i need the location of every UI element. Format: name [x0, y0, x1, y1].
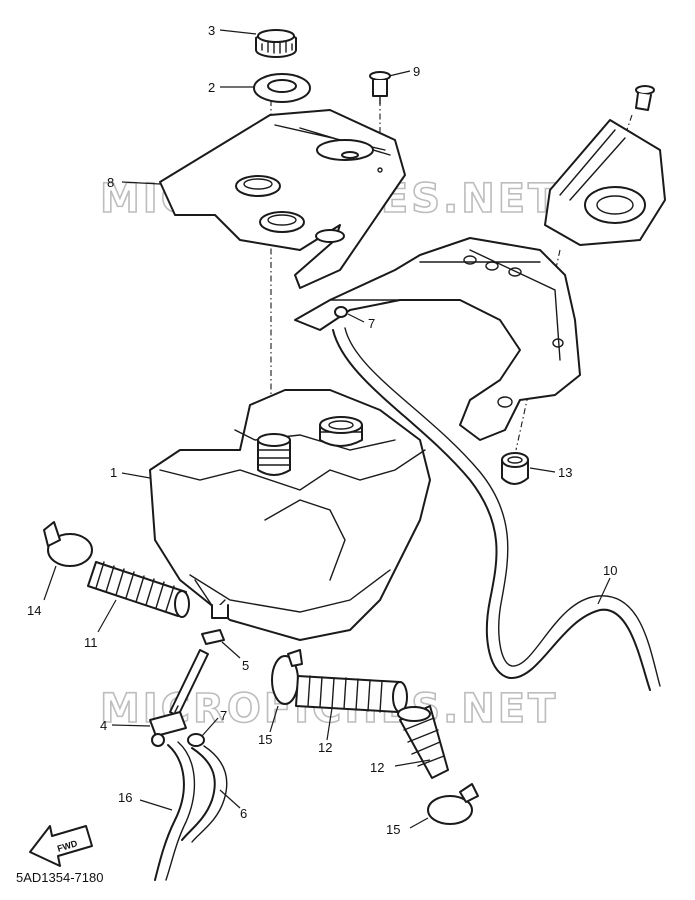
hose-clamp-14	[43, 521, 93, 567]
callout-6: 6	[240, 806, 247, 821]
hose-16	[154, 741, 196, 881]
side-bracket-plate	[544, 119, 666, 246]
fuel-hose-6	[181, 745, 228, 843]
callout-12-lower: 12	[370, 760, 384, 775]
callout-5: 5	[242, 658, 249, 673]
callout-16: 16	[118, 790, 132, 805]
corrugated-hose-11	[87, 561, 190, 618]
callout-8: 8	[107, 175, 114, 190]
tank-cover-bracket	[159, 109, 406, 289]
callout-15-top: 15	[258, 732, 272, 747]
fuel-tank	[149, 389, 431, 641]
callout-13: 13	[558, 465, 572, 480]
cap-gasket	[253, 73, 311, 103]
drawing-code: 5AD1354-7180	[16, 870, 103, 885]
callout-1: 1	[110, 465, 117, 480]
bolt-right	[635, 85, 655, 111]
callout-14: 14	[27, 603, 41, 618]
connector-5	[201, 629, 225, 645]
callout-15-bottom: 15	[386, 822, 400, 837]
hose-clamp-15-bottom	[427, 783, 479, 825]
callout-7-bottom: 7	[220, 708, 227, 723]
clip-7-bottom	[187, 733, 205, 747]
frame-bracket	[294, 237, 581, 441]
clip-7-top	[334, 306, 348, 318]
callout-11: 11	[84, 635, 98, 650]
breather-hose	[332, 327, 661, 691]
callout-2: 2	[208, 80, 215, 95]
callout-7-top: 7	[368, 316, 375, 331]
callout-9: 9	[413, 64, 420, 79]
callout-10: 10	[603, 563, 617, 578]
leader-lines	[43, 29, 611, 829]
fuel-cap	[255, 29, 297, 58]
callout-4: 4	[100, 718, 107, 733]
forward-arrow-icon: FWD	[29, 825, 93, 867]
hose-clamp-15-top	[271, 649, 303, 705]
callout-12-upper: 12	[318, 740, 332, 755]
fuel-cock	[149, 649, 209, 747]
grommet	[501, 452, 529, 485]
corrugated-hose-12-lower	[397, 705, 449, 779]
corrugated-hose-12-upper	[295, 675, 408, 713]
bolt-9	[369, 71, 391, 105]
callout-3: 3	[208, 23, 215, 38]
